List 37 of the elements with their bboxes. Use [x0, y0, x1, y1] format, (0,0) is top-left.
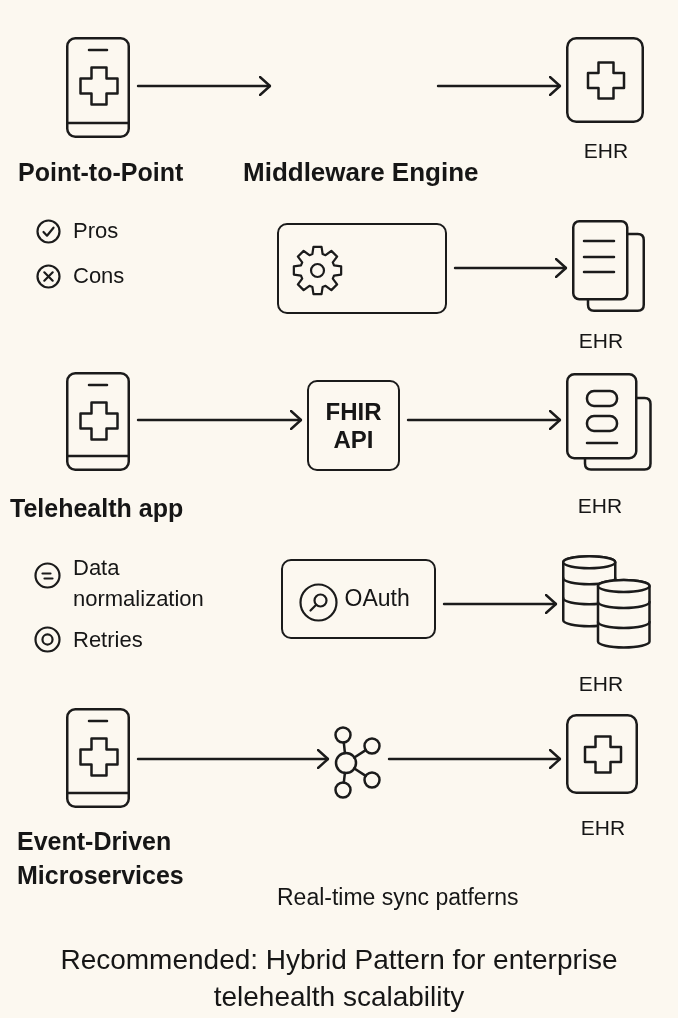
list-item-text: Retries [73, 627, 143, 653]
process-box [281, 559, 436, 639]
arrow [136, 748, 330, 770]
node-label: FHIR API [324, 397, 383, 454]
arrow [406, 409, 562, 431]
database-icon [562, 555, 651, 649]
note-text: Real-time sync patferns [277, 883, 519, 911]
list-item-text: Pros [73, 218, 119, 244]
node-caption: EHR [578, 672, 624, 696]
caption-text: Recommended: Hybrid Pattern for enterprise telehealth scalability [59, 943, 619, 1014]
section-title: Middleware Engine [243, 157, 479, 187]
node-caption: EHR [578, 329, 624, 353]
arrow [136, 75, 272, 97]
network-hub-icon [334, 726, 381, 799]
node-caption: Point-to-Point [18, 157, 184, 187]
arrow [136, 409, 303, 431]
process-box [277, 223, 447, 314]
arrow [442, 593, 558, 615]
medical-cross-icon [566, 37, 644, 123]
phone-icon [66, 37, 130, 138]
node-caption: EHR [583, 139, 629, 163]
node-caption: Event-Driven Microservices [17, 826, 185, 891]
document-stack-icon [572, 220, 645, 312]
phone-icon [66, 708, 130, 808]
node-caption: EHR [580, 816, 626, 840]
node-label: OAuth [344, 585, 410, 613]
list-item-text: Cons [73, 263, 125, 289]
node-caption: EHR [577, 494, 623, 518]
phone-icon [66, 372, 130, 471]
arrow [453, 257, 568, 279]
process-box [307, 380, 400, 471]
arrow [387, 748, 562, 770]
node-caption: Telehealth app [10, 493, 184, 523]
list-item-text: Data normalization [73, 554, 205, 613]
document-stack-icon [566, 373, 652, 471]
arrow [436, 75, 562, 97]
medical-cross-icon [566, 714, 638, 794]
